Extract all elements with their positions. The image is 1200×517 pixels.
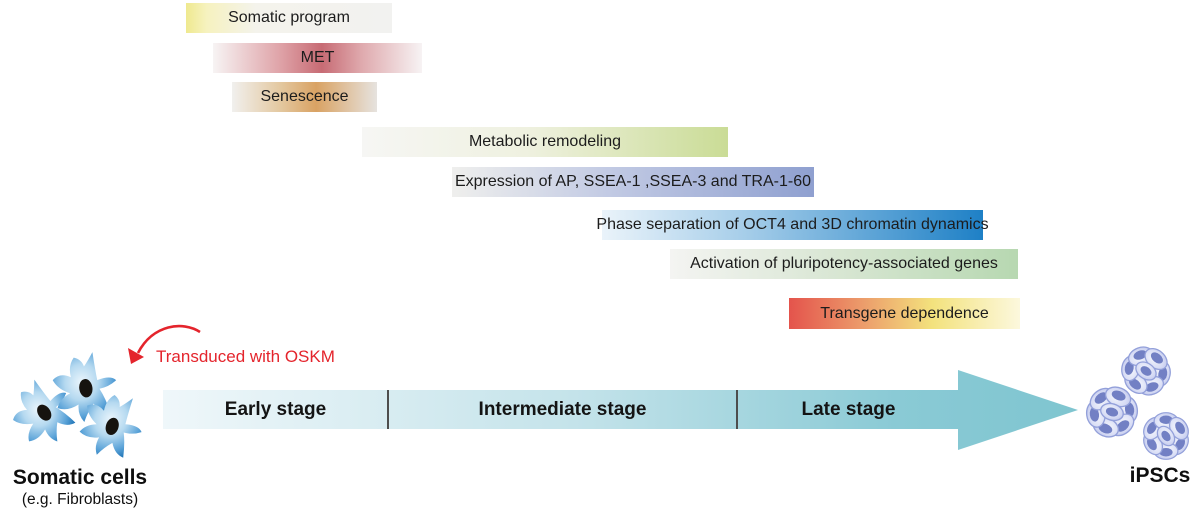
stage-early-label: Early stage xyxy=(224,398,327,420)
ipsc-colonies-icon xyxy=(1080,342,1198,464)
somatic-cells-label: Somatic cells xyxy=(12,466,148,489)
stage-divider-intermediate-late xyxy=(736,390,738,429)
stage-late: Late stage xyxy=(737,390,960,429)
bar-transgene-dependence: Transgene dependence xyxy=(789,298,1020,329)
transduction-annotation: Transduced with OSKM xyxy=(156,347,335,366)
somatic-cells-caption: Somatic cells (e.g. Fibroblasts) xyxy=(0,466,160,510)
timeline-arrow-icon xyxy=(163,370,1078,450)
bar-surface-marker-expression: Expression of AP, SSEA-1 ,SSEA-3 and TRA… xyxy=(452,167,814,197)
ipsc-label: iPSCs xyxy=(1129,464,1191,487)
bar-metabolic-remodeling: Metabolic remodeling xyxy=(362,127,728,157)
bar-surface-marker-expression-label: Expression of AP, SSEA-1 ,SSEA-3 and TRA… xyxy=(454,173,812,190)
fibroblast-cells-icon xyxy=(5,345,156,467)
bar-met-label: MET xyxy=(300,49,335,66)
bar-phase-separation: Phase separation of OCT4 and 3D chromati… xyxy=(596,210,989,240)
bar-transgene-dependence-label: Transgene dependence xyxy=(820,304,989,322)
bar-pluripotency-gene-activation: Activation of pluripotency-associated ge… xyxy=(670,249,1018,279)
bar-met: MET xyxy=(213,43,422,73)
stage-early: Early stage xyxy=(163,390,388,429)
bar-metabolic-remodeling-label: Metabolic remodeling xyxy=(468,133,622,150)
stage-intermediate-label: Intermediate stage xyxy=(478,398,647,420)
stage-intermediate: Intermediate stage xyxy=(388,390,737,429)
stage-divider-early-intermediate xyxy=(387,390,389,429)
somatic-cells-sublabel: (e.g. Fibroblasts) xyxy=(21,491,139,508)
bar-somatic-program: Somatic program xyxy=(186,3,392,33)
bar-senescence: Senescence xyxy=(232,82,377,112)
bar-somatic-program-label: Somatic program xyxy=(228,9,350,26)
bar-pluripotency-gene-activation-label: Activation of pluripotency-associated ge… xyxy=(690,255,998,272)
bar-senescence-label: Senescence xyxy=(260,88,349,105)
transduction-arrow-icon xyxy=(128,324,201,364)
stage-late-label: Late stage xyxy=(801,398,896,420)
bar-phase-separation-label: Phase separation of OCT4 and 3D chromati… xyxy=(596,216,989,233)
